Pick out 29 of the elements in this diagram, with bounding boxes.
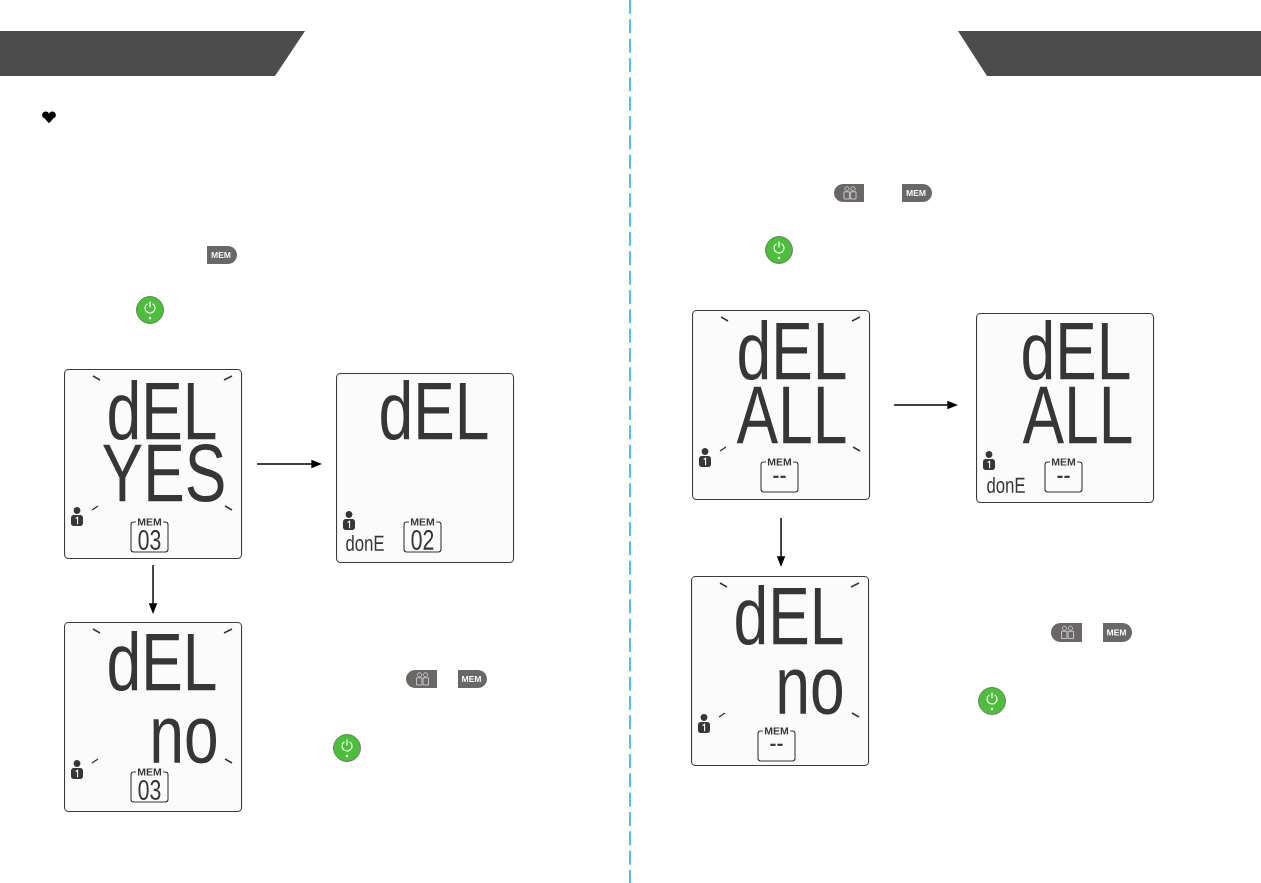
lcd-text: no (153, 718, 217, 764)
memory-number: -- (1057, 475, 1070, 478)
lcd-text: dEL (1023, 319, 1130, 381)
memory-label: MEM (765, 457, 794, 467)
lcd-text: dEL (381, 379, 488, 441)
lcd-text: dEL (109, 379, 216, 441)
mem-button: MEM (207, 246, 237, 264)
lcd-text: dEL (109, 630, 216, 692)
memory-label: MEM (135, 767, 164, 777)
lcd-text: ALL (736, 386, 846, 444)
memory-label: MEM (408, 517, 437, 527)
lcd-text: ALL (1022, 386, 1132, 444)
mem-button: MEM (902, 184, 932, 202)
lcd-text: no (779, 669, 843, 715)
memory-number: 02 (411, 530, 434, 550)
memory-number: -- (770, 743, 783, 746)
mem-button: MEM (458, 670, 487, 688)
status-text: donE (987, 476, 1025, 494)
memory-number: 03 (138, 530, 161, 550)
memory-label: MEM (762, 726, 791, 736)
memory-number: 03 (138, 780, 161, 800)
lcd-text: dEL (739, 319, 846, 381)
status-text: donE (346, 534, 384, 552)
lcd-text: YES (103, 443, 224, 502)
memory-label: MEM (135, 517, 164, 527)
memory-label: MEM (1049, 457, 1078, 467)
mem-button: MEM (1103, 623, 1132, 642)
lcd-text: dEL (736, 584, 843, 646)
memory-number: -- (773, 475, 786, 478)
